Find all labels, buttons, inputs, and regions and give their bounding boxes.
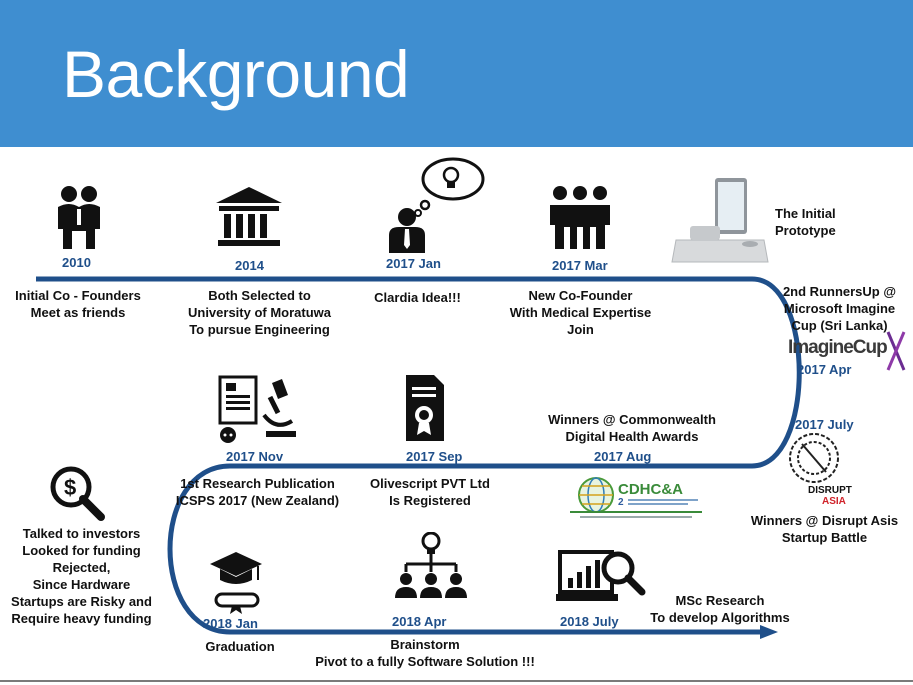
svg-text:2: 2 (618, 497, 624, 508)
title-banner (0, 0, 913, 147)
event-2017-nov-text: 1st Research Publication ICSPS 2017 (New… (175, 476, 340, 508)
cdhca-logo-fineprint: 2 (570, 497, 702, 518)
graduation-icon (210, 552, 262, 614)
date-2010: 2010 (62, 255, 91, 270)
disrupt-asia-logo (789, 433, 839, 483)
date-2014: 2014 (235, 258, 264, 273)
date-2017-jan: 2017 Jan (386, 256, 441, 271)
date-2017-sep: 2017 Sep (406, 449, 463, 464)
event-2017-july-text: Winners @ Disrupt Asis Startup Battle (750, 513, 899, 545)
friends-icon (58, 186, 100, 249)
event-2014-text: Both Selected to University of Moratuwa … (187, 288, 332, 337)
date-2018-jan: 2018 Jan (203, 616, 258, 631)
certificate-icon (406, 375, 444, 441)
date-2018-july: 2018 July (560, 614, 619, 629)
slide-bottom-border (0, 680, 913, 682)
event-2010-text: Initial Co - Founders Meet as friends (15, 288, 141, 320)
asia-logo-text: ASIA (822, 496, 846, 507)
svg-text:$: $ (64, 475, 76, 500)
timeline-arrowhead (760, 625, 778, 639)
analytics-icon (556, 550, 646, 601)
date-2018-apr: 2018 Apr (392, 614, 447, 629)
date-2017-aug: 2017 Aug (594, 449, 652, 464)
event-2017-sep-text: Olivescript PVT Ltd Is Registered (370, 476, 490, 508)
idea-person-icon (389, 157, 485, 253)
date-2017-mar: 2017 Mar (552, 258, 608, 273)
university-icon (216, 187, 282, 246)
date-2017-nov: 2017 Nov (226, 449, 284, 464)
brainstorm-icon (395, 532, 467, 598)
date-2017-apr: 2017 Apr (797, 362, 852, 377)
event-2017-jan-text: Clardia Idea!!! (374, 290, 461, 305)
event-2017-mar-text: New Co-Founder With Medical Expertise Jo… (509, 288, 652, 337)
disrupt-logo-text: DISRUPT (808, 485, 852, 496)
group-icon (550, 186, 610, 249)
investors-text: Talked to investors Looked for funding R… (11, 526, 152, 626)
dollar-search-icon: $ (50, 466, 105, 521)
date-2017-july: 2017 July (795, 417, 854, 432)
event-2018-jan-text: Graduation (205, 639, 275, 654)
event-2018-apr-text: Brainstorm Pivot to a fully Software Sol… (315, 637, 535, 669)
event-2017-apr-text: 2nd RunnersUp @ Microsoft Imagine Cup (S… (782, 284, 897, 333)
prototype-text: The Initial Prototype (775, 206, 836, 238)
event-2018-july-text: MSc Research To develop Algorithms (650, 593, 790, 625)
imaginecup-x-mark (886, 331, 906, 371)
event-2017-aug-text: Winners @ Commonwealth Digital Health Aw… (548, 412, 716, 444)
imaginecup-logo: ImagineCup (788, 337, 888, 358)
research-icon (218, 375, 296, 443)
prototype-device-image (671, 178, 769, 263)
cdhca-logo: CDHC&A (618, 481, 683, 498)
slide-title: Background (62, 37, 410, 111)
